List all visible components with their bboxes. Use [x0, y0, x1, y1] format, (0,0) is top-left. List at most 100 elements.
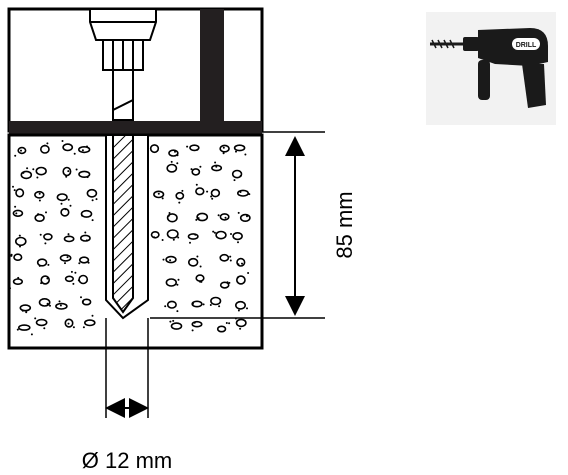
aggregate-dot [195, 183, 198, 186]
aggregate-dot [157, 192, 160, 195]
aggregate-pebble [59, 254, 72, 262]
aggregate-dot [39, 233, 42, 236]
aggregate-dot [197, 217, 200, 220]
aggregate-pebble [64, 275, 74, 283]
aggregate-dot [13, 189, 16, 192]
aggregate-dot [237, 263, 240, 266]
aggregate-dot [196, 255, 199, 258]
aggregate-dot [241, 262, 243, 265]
aggregate-dot [153, 236, 156, 239]
aggregate-dot [32, 168, 35, 171]
aggregate-dot [67, 235, 70, 238]
aggregate-dot [176, 154, 179, 157]
aggregate-dot [209, 304, 212, 306]
concrete-aggregate [9, 140, 251, 336]
aggregate-dot [37, 213, 40, 216]
aggregate-dot [192, 302, 194, 305]
aggregate-pebble [38, 297, 51, 307]
aggregate-pebble [80, 234, 91, 242]
aggregate-dot [229, 255, 232, 258]
aggregate-dot [34, 317, 37, 320]
aggregate-dot [10, 254, 13, 257]
aggregate-dot [212, 230, 215, 233]
aggregate-pebble [175, 191, 185, 200]
aggregate-dot [21, 309, 24, 312]
aggregate-dot [226, 281, 229, 284]
aggregate-pebble [210, 188, 221, 198]
aggregate-dot [244, 153, 247, 156]
aggregate-pebble [34, 190, 45, 199]
aggregate-dot [72, 326, 75, 329]
aggregate-dot [87, 261, 90, 264]
aggregate-dot [81, 149, 84, 152]
aggregate-dot [211, 197, 214, 200]
aggregate-dot [202, 303, 205, 306]
drill-icon: DRILL [426, 12, 556, 125]
aggregate-pebble [215, 230, 227, 240]
aggregate-dot [58, 300, 61, 303]
aggregate-dot [215, 165, 218, 168]
aggregate-dot [78, 262, 81, 265]
aggregate-pebble [166, 229, 179, 239]
aggregate-dot [81, 214, 84, 217]
aggregate-dot [64, 262, 66, 265]
diameter-dimension: Ø 12 mm [82, 318, 172, 473]
aggregate-pebble [86, 188, 98, 198]
aggregate-dot [91, 219, 94, 222]
aggregate-pebble [78, 256, 90, 264]
depth-label: 85 mm [332, 191, 357, 258]
aggregate-dot [189, 241, 191, 244]
aggregate-dot [46, 142, 49, 145]
aggregate-dot [229, 259, 232, 262]
aggregate-dot [66, 256, 69, 259]
aggregate-dot [14, 154, 17, 157]
aggregate-pebble [187, 233, 199, 240]
aggregate-pebble [188, 257, 199, 267]
aggregate-dot [177, 236, 180, 239]
aggregate-pebble [166, 213, 178, 223]
aggregate-pebble [15, 188, 25, 198]
aggregate-dot [44, 242, 47, 245]
aggregate-pebble [40, 275, 51, 285]
aggregate-dot [233, 179, 236, 182]
aggregate-dot [218, 305, 221, 308]
aggregate-dot [85, 239, 88, 242]
aggregate-dot [169, 259, 172, 262]
drill-assembly [89, 8, 157, 320]
aggregate-dot [86, 145, 88, 148]
aggregate-pebble [236, 257, 246, 267]
aggregate-dot [17, 276, 20, 279]
aggregate-dot [67, 170, 70, 173]
aggregate-pebble [219, 213, 230, 221]
aggregate-dot [181, 189, 184, 192]
aggregate-dot [65, 175, 68, 178]
aggregate-dot [84, 231, 87, 234]
aggregate-pebble [232, 232, 243, 241]
aggregate-dot [230, 233, 232, 235]
aggregate-dot [67, 198, 70, 201]
aggregate-pebble [239, 213, 251, 222]
aggregate-pebble [166, 300, 177, 309]
aggregate-dot [30, 333, 33, 336]
aggregate-pebble [165, 278, 178, 287]
aggregate-pebble [20, 170, 33, 180]
aggregate-pebble [64, 318, 74, 328]
aggregate-dot [38, 192, 41, 195]
aggregate-dot [194, 233, 197, 236]
aggregate-dot [12, 185, 14, 188]
aggregate-pebble [43, 233, 53, 241]
aggregate-dot [161, 197, 164, 200]
aggregate-dot [176, 310, 179, 313]
aggregate-dot [9, 287, 11, 290]
aggregate-dot [72, 282, 75, 285]
aggregate-pebble [216, 325, 227, 333]
diameter-label: Ø 12 mm [82, 448, 172, 473]
aggregate-dot [36, 176, 39, 179]
aggregate-pebble [77, 146, 91, 154]
aggregate-dot [228, 281, 231, 284]
aggregate-dot [210, 195, 213, 198]
aggregate-dot [26, 167, 29, 170]
aggregate-dot [70, 270, 73, 273]
aggregate-dot [186, 145, 189, 148]
aggregate-dot [178, 201, 181, 204]
